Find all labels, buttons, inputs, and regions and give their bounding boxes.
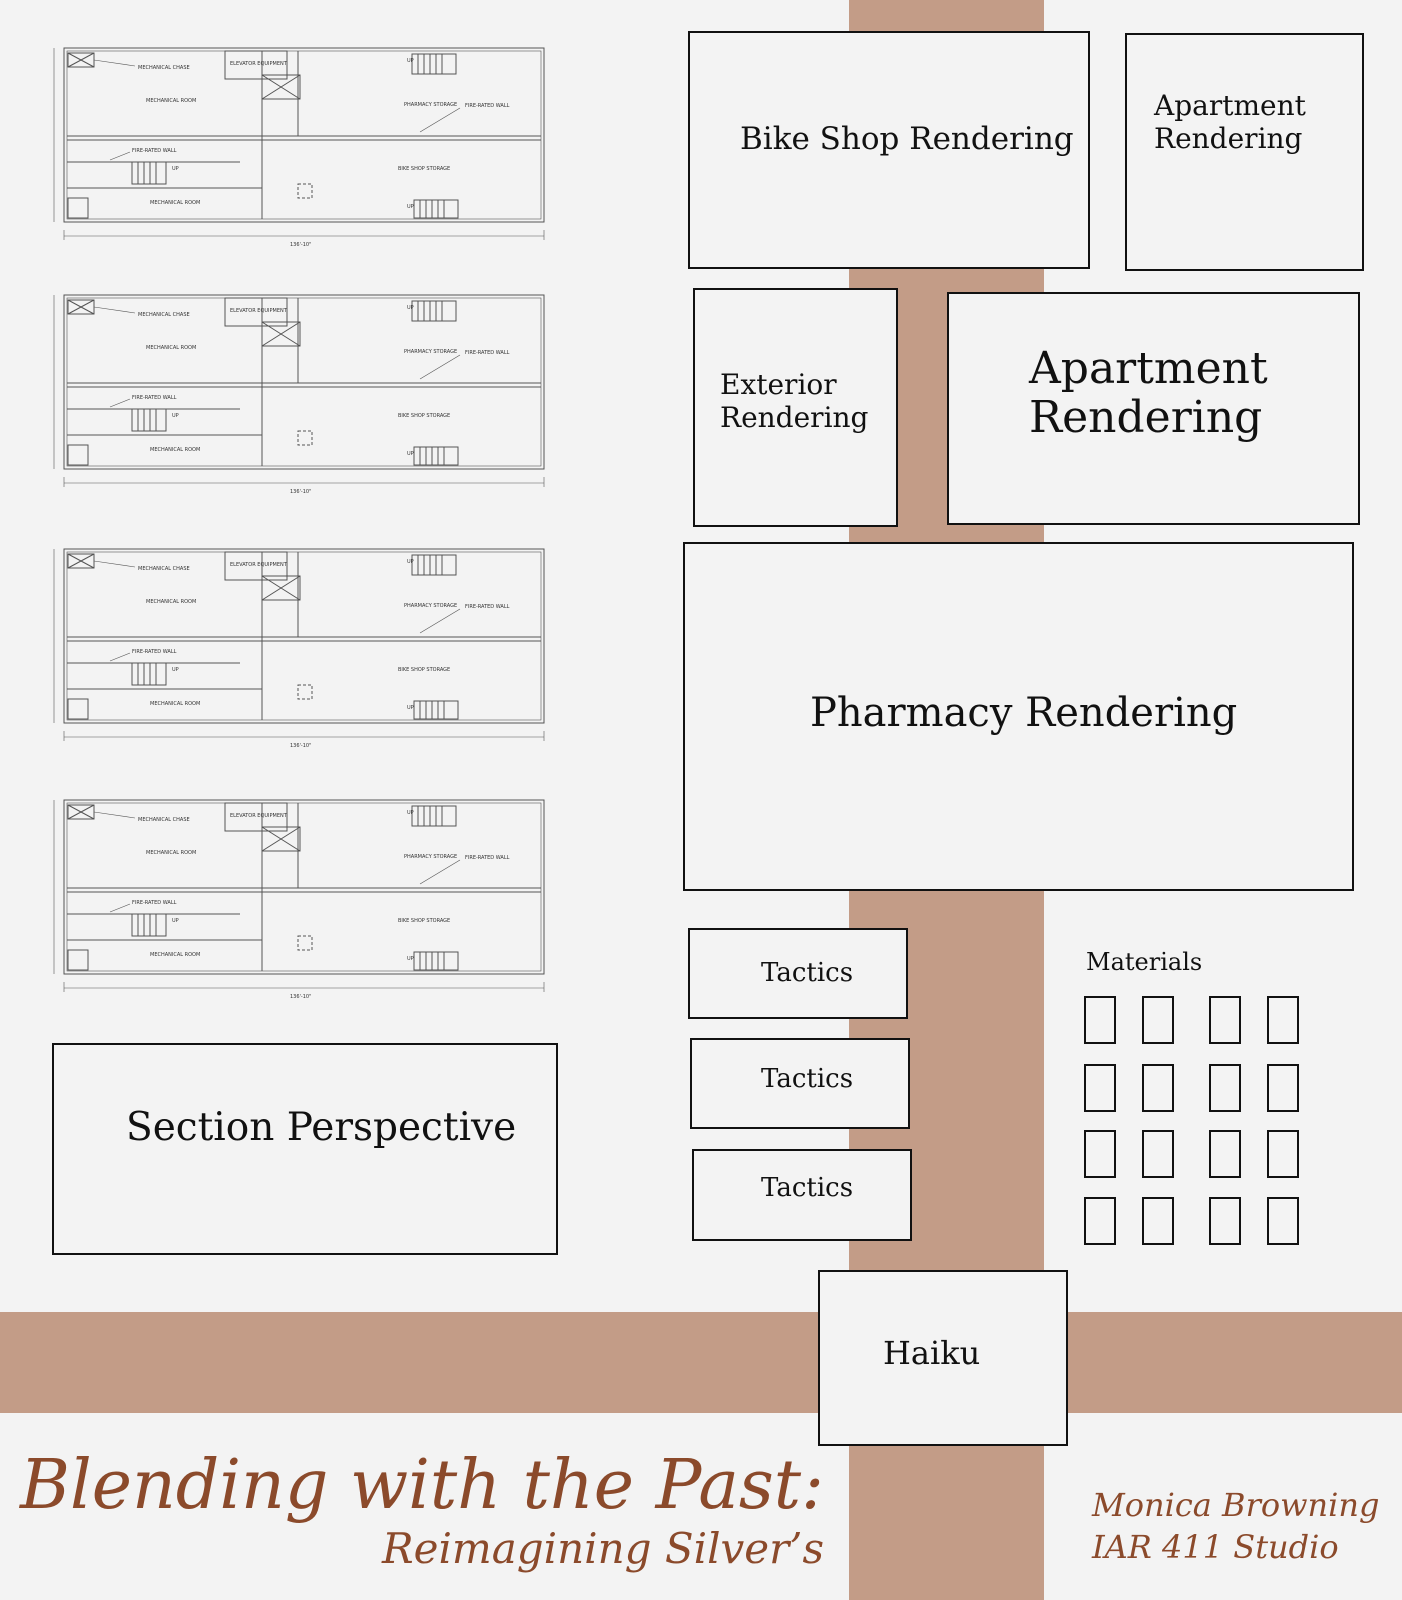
label-dimension: 136'-10": [290, 242, 311, 248]
label-mechanical-room: MECHANICAL ROOM: [146, 599, 196, 605]
floor-plan-drawing: MECHANICAL CHASE ELEVATOR EQUIPMENT MECH…: [53, 47, 545, 248]
material-swatch-3: [1209, 996, 1241, 1044]
label-mechanical-chase: MECHANICAL CHASE: [138, 312, 190, 318]
section-perspective-panel: Section Perspective: [52, 1043, 558, 1255]
material-swatch-7: [1209, 1064, 1241, 1112]
label-fire-rated-wall: FIRE-RATED WALL: [132, 395, 177, 401]
author-name: Monica Browning: [1092, 1486, 1380, 1524]
tactics-panel-1: Tactics: [688, 928, 908, 1019]
project-title: Blending with the Past:: [20, 1446, 825, 1525]
label-mechanical-chase: MECHANICAL CHASE: [138, 566, 190, 572]
course-name: IAR 411 Studio: [1092, 1528, 1339, 1566]
label-up: UP: [172, 166, 179, 172]
label-pharmacy-storage: PHARMACY STORAGE: [404, 854, 457, 860]
material-swatch-10: [1142, 1130, 1174, 1178]
label-pharmacy-storage: PHARMACY STORAGE: [404, 102, 457, 108]
label-up: UP: [172, 667, 179, 673]
exterior-rendering-panel: Exterior Rendering: [693, 288, 898, 527]
material-swatch-11: [1209, 1130, 1241, 1178]
tactics-panel-2: Tactics: [690, 1038, 910, 1129]
material-swatch-5: [1084, 1064, 1116, 1112]
material-swatch-4: [1267, 996, 1299, 1044]
horizontal-band: [0, 1312, 1402, 1413]
material-swatch-6: [1142, 1064, 1174, 1112]
label-mechanical-room: MECHANICAL ROOM: [150, 701, 200, 707]
apartment-rendering-large-panel: Apartment Rendering: [947, 292, 1360, 525]
haiku-panel: Haiku: [818, 1270, 1068, 1446]
pharmacy-rendering-label: Pharmacy Rendering: [810, 690, 1238, 736]
apartment-rendering-small-panel: Apartment Rendering: [1125, 33, 1364, 271]
label-mechanical-room: MECHANICAL ROOM: [146, 98, 196, 104]
material-swatch-1: [1084, 996, 1116, 1044]
material-swatch-9: [1084, 1130, 1116, 1178]
label-mechanical-room: MECHANICAL ROOM: [150, 952, 200, 958]
materials-label: Materials: [1086, 948, 1203, 976]
label-fire-rated-wall: FIRE-RATED WALL: [132, 148, 177, 154]
label-fire-rated-wall: FIRE-RATED WALL: [132, 900, 177, 906]
bike-shop-rendering-label: Bike Shop Rendering: [740, 121, 1074, 157]
label-dimension: 136'-10": [290, 743, 311, 749]
label-bike-shop-storage: BIKE SHOP STORAGE: [398, 166, 450, 172]
label-bike-shop-storage: BIKE SHOP STORAGE: [398, 918, 450, 924]
floor-plan-drawing: MECHANICAL CHASE ELEVATOR EQUIPMENT MECH…: [53, 799, 545, 1000]
label-fire-rated-wall: FIRE-RATED WALL: [465, 103, 510, 109]
section-perspective-label: Section Perspective: [126, 1105, 517, 1150]
tactics-panel-3: Tactics: [692, 1149, 912, 1241]
label-up: UP: [407, 559, 414, 565]
label-up: UP: [407, 451, 414, 457]
bike-shop-rendering-panel: Bike Shop Rendering: [688, 31, 1090, 269]
label-up: UP: [172, 413, 179, 419]
label-up: UP: [407, 204, 414, 210]
floor-plan-drawing: MECHANICAL CHASE ELEVATOR EQUIPMENT MECH…: [53, 548, 545, 749]
label-pharmacy-storage: PHARMACY STORAGE: [404, 349, 457, 355]
label-pharmacy-storage: PHARMACY STORAGE: [404, 603, 457, 609]
label-fire-rated-wall: FIRE-RATED WALL: [465, 855, 510, 861]
material-swatch-14: [1142, 1197, 1174, 1245]
tactics-label-2: Tactics: [761, 1064, 854, 1094]
label-mechanical-room: MECHANICAL ROOM: [150, 200, 200, 206]
label-elevator-equipment: ELEVATOR EQUIPMENT: [230, 562, 288, 568]
label-elevator-equipment: ELEVATOR EQUIPMENT: [230, 813, 288, 819]
label-up: UP: [407, 810, 414, 816]
exterior-rendering-label: Exterior Rendering: [720, 368, 869, 435]
label-elevator-equipment: ELEVATOR EQUIPMENT: [230, 61, 288, 67]
label-mechanical-room: MECHANICAL ROOM: [150, 447, 200, 453]
material-swatch-16: [1267, 1197, 1299, 1245]
pharmacy-rendering-panel: Pharmacy Rendering: [683, 542, 1354, 891]
label-dimension: 136'-10": [290, 994, 311, 1000]
label-bike-shop-storage: BIKE SHOP STORAGE: [398, 413, 450, 419]
label-up: UP: [407, 705, 414, 711]
material-swatch-15: [1209, 1197, 1241, 1245]
label-fire-rated-wall: FIRE-RATED WALL: [132, 649, 177, 655]
label-fire-rated-wall: FIRE-RATED WALL: [465, 604, 510, 610]
label-mechanical-room: MECHANICAL ROOM: [146, 850, 196, 856]
material-swatch-12: [1267, 1130, 1299, 1178]
label-mechanical-chase: MECHANICAL CHASE: [138, 817, 190, 823]
material-swatch-13: [1084, 1197, 1116, 1245]
tactics-label-3: Tactics: [761, 1173, 854, 1203]
apartment-rendering-large-label: Apartment Rendering: [1029, 343, 1268, 444]
material-swatch-8: [1267, 1064, 1299, 1112]
material-swatch-2: [1142, 996, 1174, 1044]
label-dimension: 136'-10": [290, 489, 311, 495]
label-up: UP: [407, 956, 414, 962]
apartment-rendering-small-label: Apartment Rendering: [1154, 89, 1306, 156]
tactics-label-1: Tactics: [761, 958, 854, 988]
floor-plan-4: MECHANICAL CHASE ELEVATOR EQUIPMENT MECH…: [40, 792, 560, 1002]
floor-plan-3: MECHANICAL CHASE ELEVATOR EQUIPMENT MECH…: [40, 541, 560, 751]
project-subtitle: Reimagining Silver’s: [382, 1524, 825, 1573]
label-elevator-equipment: ELEVATOR EQUIPMENT: [230, 308, 288, 314]
label-mechanical-room: MECHANICAL ROOM: [146, 345, 196, 351]
label-mechanical-chase: MECHANICAL CHASE: [138, 65, 190, 71]
label-up: UP: [172, 918, 179, 924]
floor-plan-1: MECHANICAL CHASE ELEVATOR EQUIPMENT MECH…: [40, 40, 560, 250]
haiku-label: Haiku: [883, 1334, 981, 1372]
label-fire-rated-wall: FIRE-RATED WALL: [465, 350, 510, 356]
floor-plan-drawing: MECHANICAL CHASE ELEVATOR EQUIPMENT MECH…: [53, 294, 545, 495]
label-up: UP: [407, 305, 414, 311]
floor-plan-2: MECHANICAL CHASE ELEVATOR EQUIPMENT MECH…: [40, 287, 560, 497]
label-up: UP: [407, 58, 414, 64]
label-bike-shop-storage: BIKE SHOP STORAGE: [398, 667, 450, 673]
